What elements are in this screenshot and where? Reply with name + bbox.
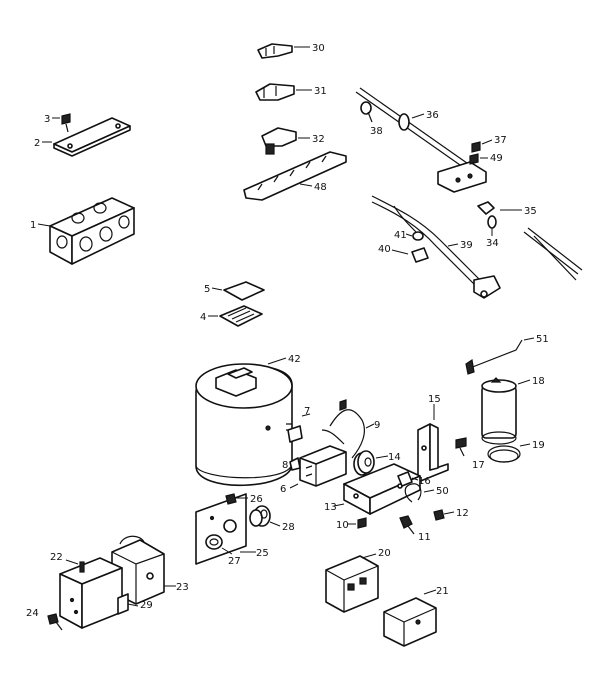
part-number-8: 8 <box>282 460 288 471</box>
screw-17 <box>455 437 467 457</box>
part-number-27: 27 <box>228 556 241 567</box>
part-number-12: 12 <box>456 508 469 519</box>
spacer-34 <box>487 215 497 236</box>
bushing-35 <box>477 201 522 215</box>
part-number-34: 34 <box>486 238 499 249</box>
screw-3 <box>52 113 71 133</box>
control-23 <box>111 535 176 605</box>
part-number-4: 4 <box>200 312 206 323</box>
part-number-50: 50 <box>436 486 449 497</box>
part-number-6: 6 <box>280 484 286 495</box>
part-number-31: 31 <box>314 86 327 97</box>
part-number-25: 25 <box>256 548 269 559</box>
screw-12 <box>433 509 455 521</box>
part-number-3: 3 <box>44 114 50 125</box>
terminal-30 <box>257 43 310 59</box>
screw-49 <box>469 153 488 165</box>
wire-right <box>523 227 583 281</box>
part-number-24: 24 <box>26 608 39 619</box>
part-number-29: 29 <box>140 600 153 611</box>
rod-assembly-36 <box>355 87 487 193</box>
part-number-17: 17 <box>472 460 485 471</box>
part-number-38: 38 <box>370 126 383 137</box>
wire-harness-39 <box>371 195 501 299</box>
part-number-21: 21 <box>436 586 449 597</box>
terminal-31 <box>255 83 312 101</box>
screw-24 <box>47 613 63 631</box>
switch-6 <box>289 429 347 489</box>
outlet-box-22 <box>59 557 123 629</box>
part-number-51: 51 <box>536 334 549 345</box>
part-number-39: 39 <box>460 240 473 251</box>
junction-box-1 <box>37 197 135 265</box>
terminal-block-21 <box>383 589 437 647</box>
screw-26 <box>225 493 248 505</box>
part-number-37: 37 <box>494 135 507 146</box>
terminal-32 <box>261 127 310 155</box>
clip-41 <box>405 231 424 241</box>
part-number-16: 16 <box>418 476 431 487</box>
part-number-14: 14 <box>388 452 401 463</box>
part-number-11: 11 <box>418 532 431 543</box>
capacitor-18 <box>481 377 531 445</box>
part-number-40: 40 <box>378 244 391 255</box>
switch-bracket-7 <box>287 413 311 443</box>
motor-42 <box>195 357 293 487</box>
knob-28 <box>249 505 281 527</box>
screw-11 <box>399 515 415 535</box>
part-number-26: 26 <box>250 494 263 505</box>
relay-14 <box>353 450 389 476</box>
screw-37 <box>471 139 493 153</box>
part-number-41: 41 <box>394 230 407 241</box>
part-number-32: 32 <box>312 134 325 145</box>
part-number-42: 42 <box>288 354 301 365</box>
part-number-18: 18 <box>532 376 545 387</box>
wire-51 <box>465 337 535 375</box>
bracket-15 <box>417 404 449 483</box>
clip-29 <box>117 593 139 615</box>
part-number-1: 1 <box>30 220 36 231</box>
wire-9 <box>329 399 375 459</box>
terminal-strip-48 <box>243 151 347 201</box>
part-number-23: 23 <box>176 582 189 593</box>
seal-ring-27 <box>205 534 233 555</box>
part-labels: 30 31 32 48 36 38 37 49 35 34 39 41 40 3… <box>26 43 549 619</box>
connector-40 <box>391 247 429 263</box>
part-number-9: 9 <box>374 420 380 431</box>
part-number-35: 35 <box>524 206 537 217</box>
part-number-2: 2 <box>34 138 40 149</box>
part-number-13: 13 <box>324 502 337 513</box>
part-number-10: 10 <box>336 520 349 531</box>
insulator-5 <box>211 281 265 301</box>
part-number-48: 48 <box>314 182 327 193</box>
clamp-ring-19 <box>487 443 531 463</box>
terminal-block-20 <box>325 553 379 613</box>
part-number-15: 15 <box>428 394 441 405</box>
mounting-plate-13 <box>333 463 421 515</box>
part-number-30: 30 <box>312 43 325 54</box>
clip-16 <box>397 471 419 487</box>
part-number-22: 22 <box>50 552 63 563</box>
part-number-19: 19 <box>532 440 545 451</box>
screw-10 <box>348 517 367 529</box>
front-plate-25 <box>195 493 256 565</box>
cover-plate-2 <box>42 117 131 157</box>
part-number-20: 20 <box>378 548 391 559</box>
part-number-7: 7 <box>304 406 310 417</box>
part-number-49: 49 <box>490 153 503 164</box>
part-number-5: 5 <box>204 284 210 295</box>
part-number-28: 28 <box>282 522 295 533</box>
part-number-36: 36 <box>426 110 439 121</box>
connector-8 <box>289 457 301 471</box>
clamp-50 <box>404 483 435 503</box>
gasket-4 <box>208 305 263 327</box>
screw-38 <box>360 101 373 123</box>
